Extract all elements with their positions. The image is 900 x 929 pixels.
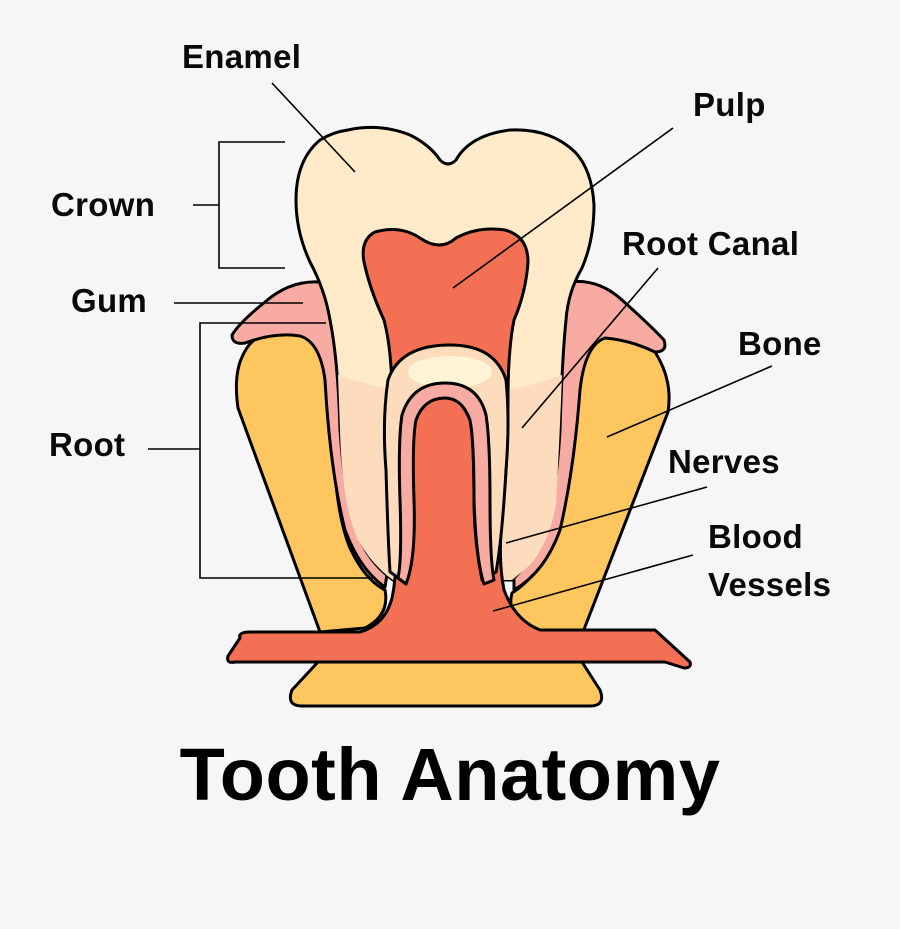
label-root: Root bbox=[49, 426, 126, 463]
label-root-canal: Root Canal bbox=[622, 225, 800, 262]
label-vessels: Vessels bbox=[708, 566, 832, 603]
label-gum: Gum bbox=[71, 282, 148, 319]
label-nerves: Nerves bbox=[668, 443, 780, 480]
inner-highlight bbox=[408, 356, 492, 388]
diagram-title: Tooth Anatomy bbox=[179, 733, 721, 816]
bone-base bbox=[288, 660, 604, 708]
label-enamel: Enamel bbox=[182, 38, 302, 75]
label-blood: Blood bbox=[708, 518, 803, 555]
leader-lines bbox=[148, 82, 773, 612]
label-bone: Bone bbox=[738, 325, 822, 362]
label-pulp: Pulp bbox=[693, 86, 766, 123]
inner-gum-band bbox=[396, 381, 496, 586]
label-crown: Crown bbox=[51, 186, 156, 223]
